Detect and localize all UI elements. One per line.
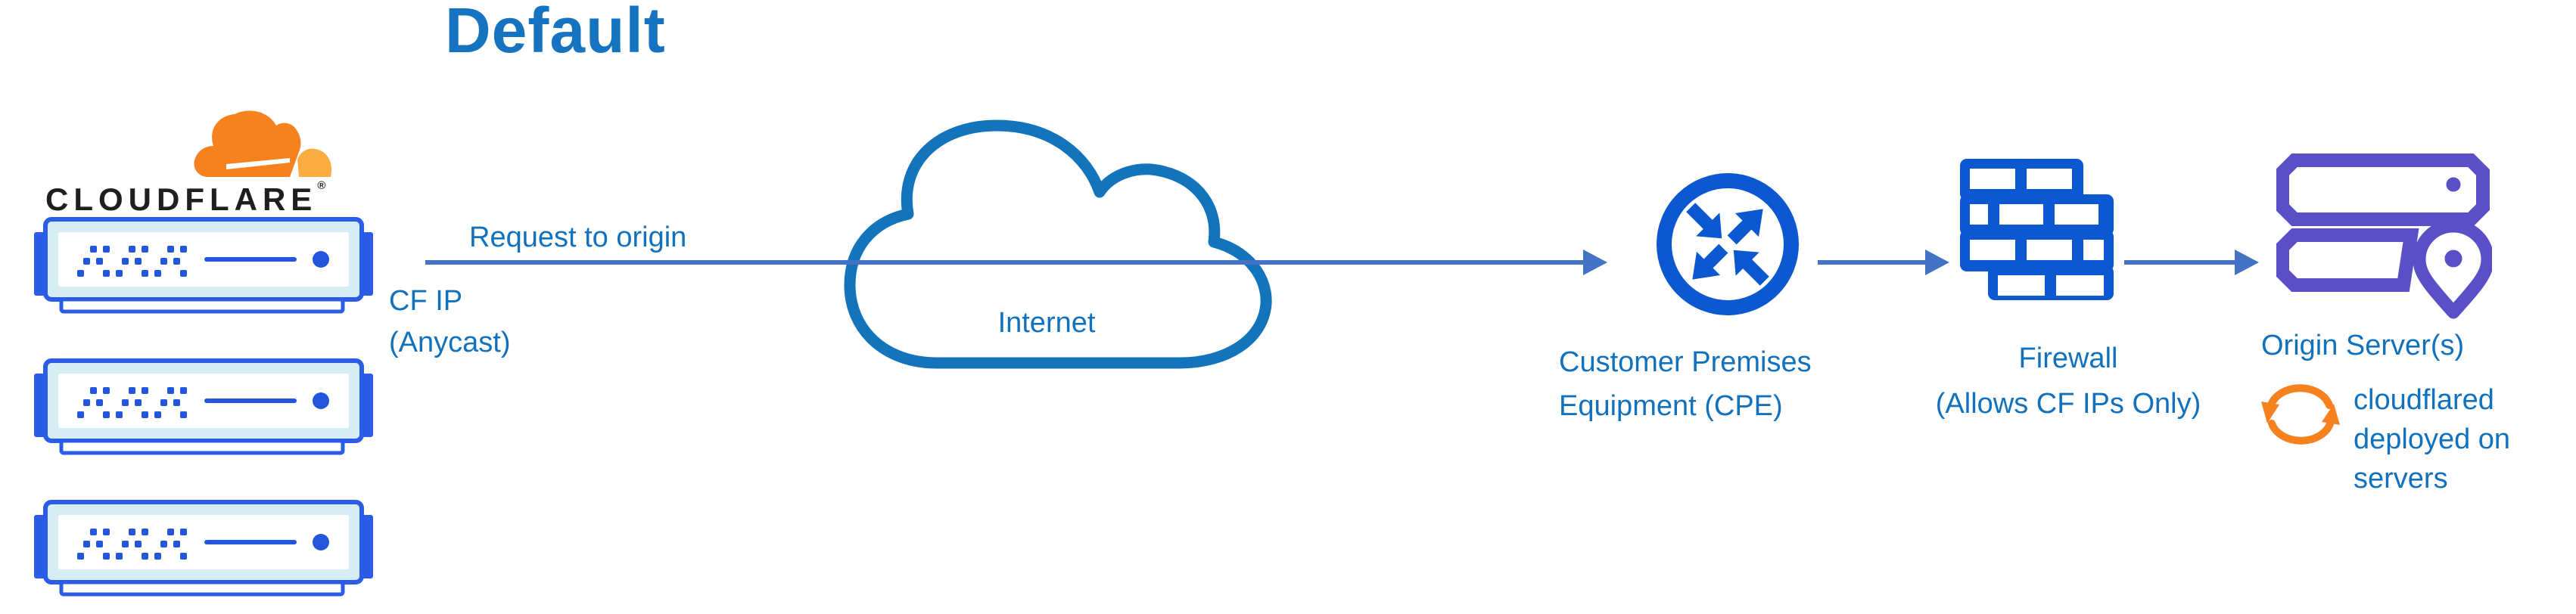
request-arrow-line — [425, 260, 1583, 265]
request-to-origin-label: Request to origin — [469, 222, 687, 253]
cloudflared-note: cloudflared deployed on servers — [2354, 380, 2510, 498]
cloudflared-note-line3: servers — [2354, 463, 2448, 495]
rack-vent-dots — [77, 246, 187, 277]
rack-vent-dots — [77, 387, 187, 418]
server-rack-icon — [34, 358, 373, 455]
firewall-to-origin-arrow-head — [2235, 250, 2259, 275]
cf-ip-line2: (Anycast) — [389, 327, 511, 358]
firewall-label: Firewall (Allows CF IPs Only) — [1902, 336, 2235, 426]
brick-wall-icon — [1960, 159, 2114, 300]
cf-ip-line1: CF IP — [389, 285, 463, 317]
cloudflare-cloud-icon — [194, 110, 332, 177]
sync-arrows-icon — [2261, 384, 2340, 445]
cpe-to-firewall-arrow-head — [1925, 250, 1949, 275]
cloudflared-note-line2: deployed on — [2354, 423, 2511, 455]
cloud-icon — [844, 119, 1272, 369]
cloudflared-note-line1: cloudflared — [2354, 384, 2494, 416]
wordmark-text: CLOUDFLARE — [45, 181, 318, 217]
server-stack-location-icon — [2276, 154, 2492, 319]
server-led-dot — [2446, 177, 2461, 192]
request-arrow-head — [1583, 250, 1607, 275]
internet-label: Internet — [997, 307, 1096, 339]
cf-ip-anycast-label: CF IP (Anycast) — [389, 281, 510, 364]
firewall-to-origin-arrow-line — [2124, 260, 2235, 265]
firewall-label-line1: Firewall — [2018, 343, 2118, 374]
page-title: Default — [445, 0, 666, 66]
cpe-label-line2: Equipment (CPE) — [1559, 390, 1783, 422]
cloudflare-wordmark: CLOUDFLARE® — [45, 179, 325, 218]
origin-servers-label: Origin Server(s) — [2261, 330, 2465, 361]
rack-vent-dots — [77, 529, 187, 560]
cpe-to-firewall-arrow-line — [1818, 260, 1925, 265]
cpe-label: Customer Premises Equipment (CPE) — [1559, 340, 1812, 428]
server-rack-icon — [34, 500, 373, 597]
location-pin-icon — [2413, 219, 2492, 319]
router-arrows-icon — [1657, 173, 1799, 315]
cpe-label-line1: Customer Premises — [1559, 346, 1812, 378]
server-rack-icon — [34, 217, 373, 314]
firewall-label-line2: (Allows CF IPs Only) — [1935, 388, 2201, 420]
registered-mark: ® — [317, 179, 326, 192]
